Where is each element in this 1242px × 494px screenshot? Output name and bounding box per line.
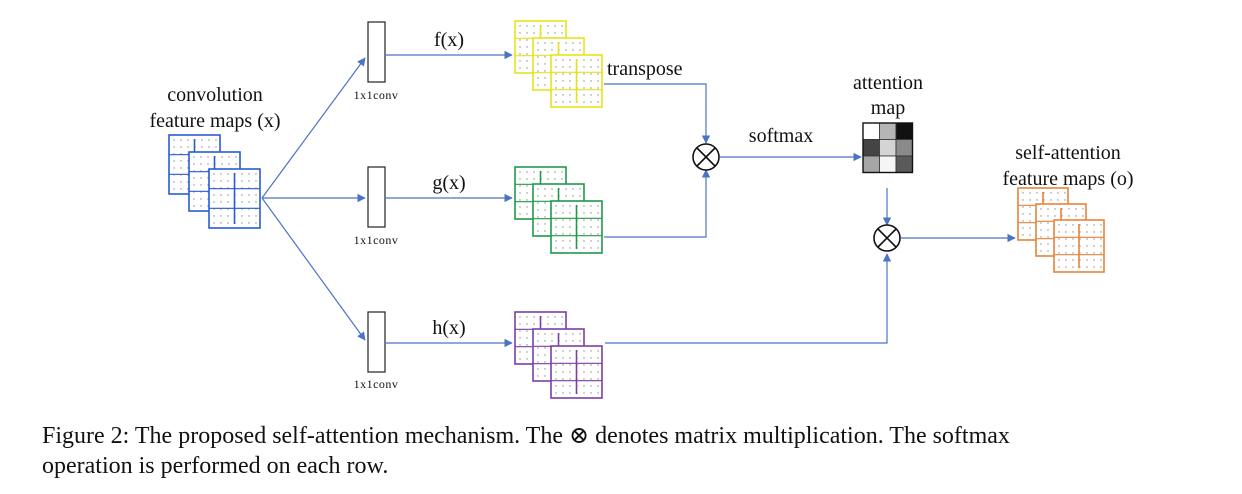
attention-map-grid	[862, 122, 914, 174]
softmax-label: softmax	[749, 125, 813, 147]
self-attention-diagram: convolution feature maps (x) 1x1conv 1x1…	[149, 20, 1134, 399]
arrow-g-to-matmul	[604, 169, 711, 238]
figure-caption: Figure 2: The proposed self-attention me…	[42, 421, 1232, 481]
output-label-line1: self-attention	[1015, 142, 1121, 164]
feature-map-sheet	[550, 345, 603, 399]
f-conv-box	[367, 21, 386, 83]
matmul-node-2	[873, 224, 901, 252]
arrow-h-to-matmul	[605, 253, 892, 344]
feature-map-sheet	[208, 168, 261, 229]
caption-line-2: operation is performed on each row.	[42, 453, 389, 479]
attention-cell	[862, 139, 880, 157]
f-conv-label: 1x1conv	[354, 88, 399, 102]
transpose-label: transpose	[607, 58, 683, 80]
h-function-label: h(x)	[432, 317, 465, 339]
attention-cell	[895, 139, 913, 157]
arrow-input-to-f-conv	[261, 57, 366, 199]
attention-cell	[862, 122, 880, 140]
caption-line-1: Figure 2: The proposed self-attention me…	[42, 423, 1010, 449]
input-feature-maps	[168, 134, 261, 229]
g-feature-maps	[514, 166, 603, 254]
f-function-label: f(x)	[434, 29, 464, 51]
attention-cell	[879, 122, 897, 140]
arrow-transpose-to-matmul	[604, 83, 711, 144]
g-conv-label: 1x1conv	[354, 233, 399, 247]
attention-cell	[895, 122, 913, 140]
f-feature-maps	[514, 20, 603, 108]
feature-map-sheet	[1053, 219, 1105, 273]
output-label-line2: feature maps (o)	[1002, 168, 1133, 190]
attention-cell	[879, 139, 897, 157]
feature-map-sheet	[550, 54, 603, 108]
h-conv-label: 1x1conv	[354, 377, 399, 391]
attention-label-line2: map	[871, 97, 905, 119]
input-label-line2: feature maps (x)	[149, 110, 280, 132]
output-feature-maps	[1017, 187, 1105, 273]
arrow-input-to-h-conv	[261, 197, 366, 341]
attention-cell	[862, 155, 880, 173]
connectors	[261, 50, 1016, 348]
attention-cell	[879, 155, 897, 173]
matmul-node-1	[692, 143, 720, 171]
feature-map-sheet	[550, 200, 603, 254]
input-label-line1: convolution	[167, 84, 263, 106]
g-function-label: g(x)	[432, 172, 465, 194]
h-conv-box	[367, 311, 386, 373]
g-conv-box	[367, 166, 386, 228]
h-feature-maps	[514, 311, 603, 399]
attention-cell	[895, 155, 913, 173]
attention-label-line1: attention	[853, 72, 923, 94]
